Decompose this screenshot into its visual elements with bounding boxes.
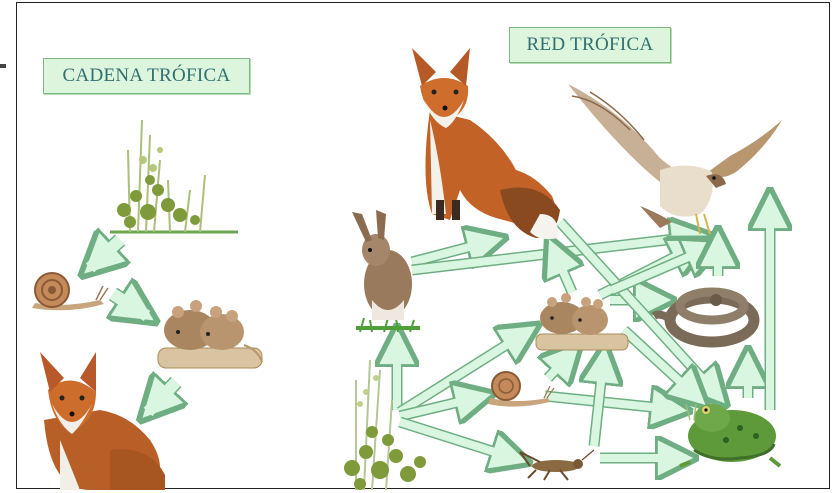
- web-hawk: [568, 84, 782, 234]
- chain-snail: [32, 273, 108, 310]
- web-fox: [412, 48, 560, 239]
- web-frog: [680, 404, 780, 466]
- web-rabbit: [352, 210, 420, 332]
- chain-fox: [40, 352, 165, 490]
- chain-plant: [110, 120, 238, 232]
- web-snail: [488, 372, 554, 407]
- chain-mouse: [158, 300, 262, 368]
- web-grasshopper: [520, 450, 594, 480]
